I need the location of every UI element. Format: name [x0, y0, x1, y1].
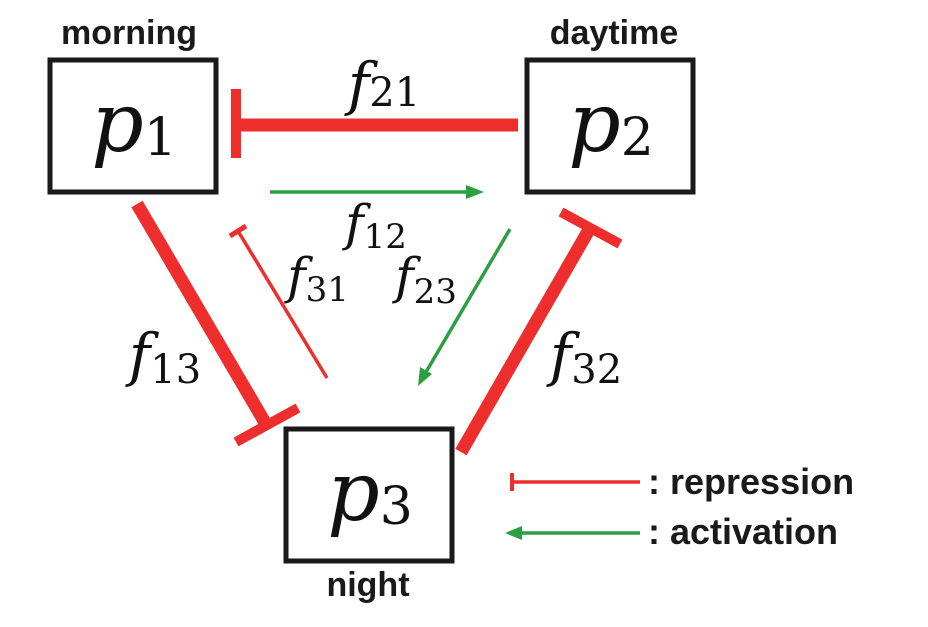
phase-label-daytime: daytime — [550, 14, 679, 52]
legend-activation-symbol — [505, 526, 640, 540]
node-p1-label: p1 — [91, 76, 177, 171]
node-p2-box — [524, 57, 696, 195]
edge-label-f31: f31 — [283, 247, 349, 310]
edge-label-f23: f23 — [391, 247, 457, 312]
edge-label-f13: f13 — [125, 321, 201, 393]
phase-label-night: night — [326, 566, 409, 604]
edge-label-f21: f21 — [344, 50, 420, 118]
edge-f13-repression — [131, 200, 301, 447]
edge-f12-activation — [270, 185, 484, 199]
edge-f31-repression — [228, 223, 329, 379]
edge-f32-repression — [455, 207, 623, 456]
legend-activation-label: : activation — [648, 511, 838, 552]
node-p1-box — [47, 57, 219, 195]
edge-label-f32: f32 — [546, 321, 622, 393]
edge-f21-repression — [231, 89, 518, 158]
node-p3-box — [283, 426, 455, 564]
legend: : repression : activation — [505, 461, 854, 552]
node-p3-label: p3 — [327, 445, 413, 540]
node-p2-label: p2 — [568, 76, 654, 171]
edge-f23-activation — [418, 228, 512, 386]
legend-repression-label: : repression — [648, 461, 854, 502]
phase-label-morning: morning — [61, 14, 197, 52]
legend-repression-symbol — [510, 473, 640, 491]
